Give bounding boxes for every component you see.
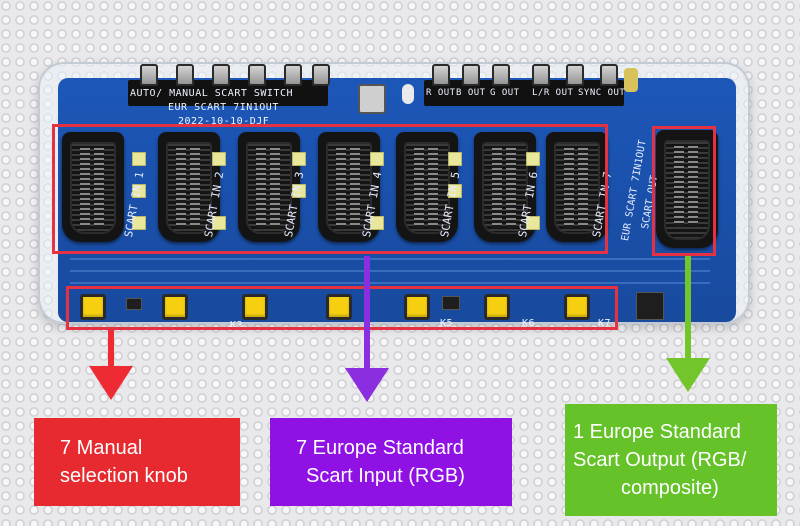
jumper	[526, 152, 540, 166]
jumper	[370, 152, 384, 166]
board-title-2: EUR SCART 7IN1OUT	[168, 102, 279, 113]
microcontroller-chip	[636, 292, 664, 320]
rca-jack	[212, 64, 230, 86]
caption-line: 7 Europe Standard	[296, 437, 464, 459]
jumper	[292, 152, 306, 166]
jumper	[132, 216, 146, 230]
rca-jack	[248, 64, 266, 86]
ic-chip	[442, 296, 460, 310]
ic-chip	[126, 298, 142, 310]
jumper	[132, 152, 146, 166]
scart-input-socket	[546, 132, 608, 242]
rca-jack	[462, 64, 480, 86]
red-arrow-head	[89, 366, 133, 400]
rca-jack	[492, 64, 510, 86]
jumper	[212, 216, 226, 230]
pcb-trace	[70, 282, 710, 284]
purple-arrow-head	[345, 368, 389, 402]
green-arrow-shaft	[685, 256, 691, 362]
rca-jack	[566, 64, 584, 86]
jumper	[448, 184, 462, 198]
green-arrow-head	[666, 358, 710, 392]
rca-jack	[432, 64, 450, 86]
selection-knob-1	[80, 294, 106, 320]
knob-label-k7: K7	[598, 318, 612, 329]
rca-label-r: R OUT	[426, 88, 456, 98]
selection-knob-2	[162, 294, 188, 320]
scart-input-socket	[396, 132, 458, 242]
selection-knob-3	[242, 294, 268, 320]
jumper	[292, 184, 306, 198]
rca-jack	[532, 64, 550, 86]
scart-output-socket	[656, 130, 718, 248]
sma-connector	[624, 68, 638, 92]
rca-label-lr: L/R OUT	[532, 88, 574, 98]
manual-knob-caption: 7 Manual selection knob	[34, 418, 240, 506]
selection-knob-6	[484, 294, 510, 320]
connector-block-right	[424, 80, 624, 106]
jumper	[212, 152, 226, 166]
scart-output-highlight	[652, 126, 716, 256]
rca-jack	[176, 64, 194, 86]
usb-port	[358, 84, 386, 114]
scart-input-caption: 7 Europe Standard Scart Input (RGB)	[270, 418, 512, 506]
scart-input-socket	[62, 132, 124, 242]
jumper	[370, 216, 384, 230]
selection-knob-5	[404, 294, 430, 320]
rca-jack	[312, 64, 330, 86]
caption-line: Scart Output (RGB/	[573, 449, 747, 471]
jumper	[526, 216, 540, 230]
scart-input-socket	[238, 132, 300, 242]
led	[402, 84, 414, 104]
pcb-trace	[70, 258, 710, 260]
selection-knob-4	[326, 294, 352, 320]
knob-label-k6: K6	[522, 318, 536, 329]
knob-label-k3: K3	[230, 320, 244, 331]
board-title-1: AUTO/ MANUAL SCART SWITCH	[130, 88, 294, 99]
caption-line: selection knob	[60, 465, 188, 487]
rca-jack	[284, 64, 302, 86]
rca-label-b: B OUT	[456, 88, 486, 98]
scart-input-socket	[318, 132, 380, 242]
selection-knob-7	[564, 294, 590, 320]
red-arrow-shaft	[108, 330, 114, 370]
rca-label-sync: SYNC OUT	[578, 88, 626, 98]
rca-label-g: G OUT	[490, 88, 520, 98]
caption-line: Scart Input (RGB)	[306, 465, 465, 487]
caption-line: 7 Manual	[60, 437, 143, 459]
scart-input-socket	[158, 132, 220, 242]
knobs-highlight	[66, 286, 618, 330]
scart-inputs-highlight	[52, 124, 608, 254]
caption-line: composite)	[621, 477, 719, 499]
jumper	[448, 152, 462, 166]
scart-input-socket	[474, 132, 536, 242]
rca-jack	[600, 64, 618, 86]
pcb-trace	[70, 270, 710, 272]
purple-arrow-shaft	[364, 256, 370, 372]
scart-output-caption: 1 Europe Standard Scart Output (RGB/ com…	[565, 404, 777, 516]
board-title-3: 2022-10-10-DJF	[178, 116, 270, 127]
caption-line: 1 Europe Standard	[573, 421, 741, 443]
knob-label-k5: K5	[440, 318, 454, 329]
jumper	[132, 184, 146, 198]
rca-jack	[140, 64, 158, 86]
